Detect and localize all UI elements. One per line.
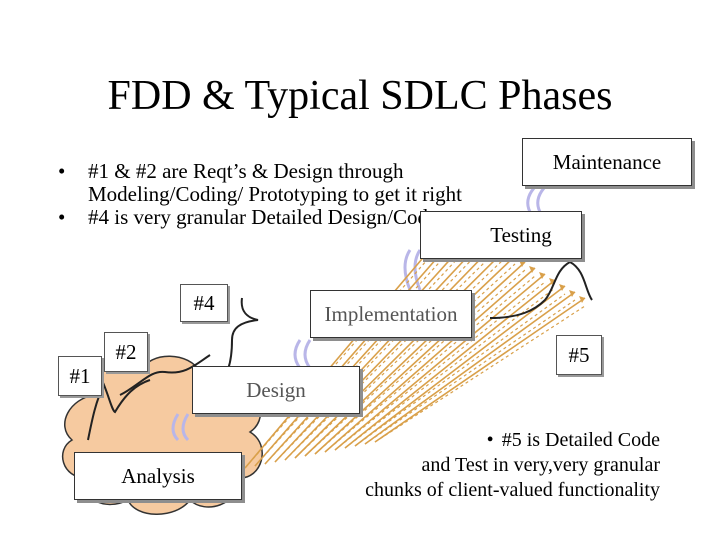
phase-label: Testing	[490, 223, 552, 248]
tag-two: #2	[104, 332, 148, 372]
phase-testing: Testing	[420, 211, 582, 259]
tag-four: #4	[180, 284, 228, 322]
tag-label: #1	[70, 364, 91, 389]
bracket-five	[490, 262, 592, 318]
note-line-2: and Test in very,very granular	[296, 453, 660, 478]
phase-label: Maintenance	[553, 150, 661, 175]
note-line-1: • #5 is Detailed Code	[296, 428, 660, 453]
feature-arrow	[295, 250, 505, 458]
bullet-marker: •	[58, 206, 65, 229]
tag-label: #4	[194, 291, 215, 316]
tag-five: #5	[556, 335, 602, 375]
tag-label: #2	[116, 340, 137, 365]
phase-label: Implementation	[325, 302, 458, 327]
note-text-1: #5 is Detailed Code	[502, 429, 660, 451]
tag-label: #5	[569, 343, 590, 368]
bullet-item-2: • #4 is very granular Detailed Design/Co…	[58, 206, 478, 229]
phase-design: Design	[192, 366, 360, 414]
phase-implementation: Implementation	[310, 290, 472, 338]
bullet-text: #4 is very granular Detailed Design/Code	[88, 205, 437, 229]
phase-label: Analysis	[121, 464, 195, 489]
phase-analysis: Analysis	[74, 452, 242, 500]
tag-one: #1	[58, 356, 102, 396]
bullet-marker: •	[58, 160, 65, 183]
note-marker: •	[487, 429, 494, 451]
note-line-3: chunks of client-valued functionality	[296, 478, 660, 503]
bullet-item-1: • #1 & #2 are Reqt’s & Design through Mo…	[58, 160, 478, 206]
phase-maintenance: Maintenance	[522, 138, 692, 186]
phase-label: Design	[246, 378, 306, 403]
note-five: • #5 is Detailed Code and Test in very,ve…	[296, 428, 660, 503]
slide-title: FDD & Typical SDLC Phases	[0, 70, 720, 122]
bullet-text: #1 & #2 are Reqt’s & Design through Mode…	[88, 159, 462, 206]
bullet-list: • #1 & #2 are Reqt’s & Design through Mo…	[58, 160, 478, 229]
